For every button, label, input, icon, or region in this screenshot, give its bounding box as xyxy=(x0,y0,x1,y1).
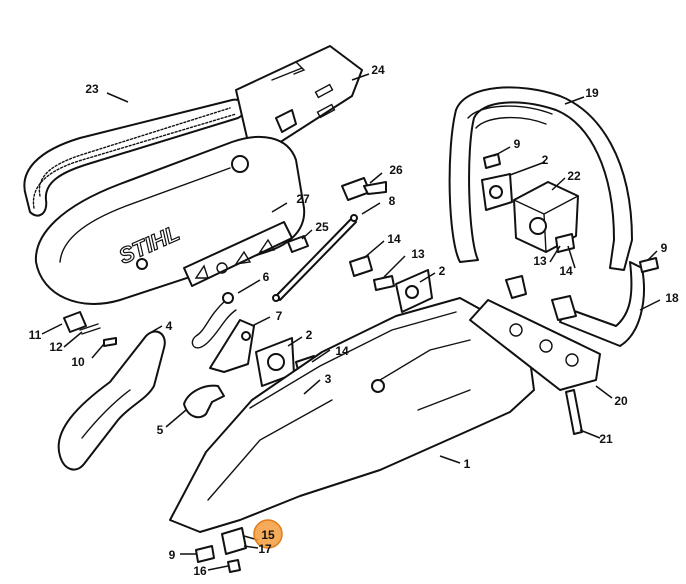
part-23-drive-belt xyxy=(23,98,246,217)
part-19-handle-bar xyxy=(448,86,633,299)
callout-21: 21 xyxy=(599,432,613,446)
callout-labels: 23 24 19 9 2 22 26 27 8 25 14 13 13 14 9… xyxy=(29,63,679,578)
part-20-buffer xyxy=(469,299,601,391)
part-18-rear-tube xyxy=(551,261,645,347)
callout-15: 15 xyxy=(261,528,275,542)
part-9-screw-upper xyxy=(483,153,501,169)
callout-22: 22 xyxy=(567,169,581,183)
callout-2-upper: 2 xyxy=(542,153,549,167)
part-12-spring xyxy=(79,323,101,335)
callout-9-upper: 9 xyxy=(514,137,521,151)
part-27-sprocket-cover: STIHL xyxy=(34,135,306,305)
part-17-mount xyxy=(221,527,247,555)
callout-13-upper: 13 xyxy=(411,247,425,261)
callout-2-middle: 2 xyxy=(439,264,446,278)
leader-lines xyxy=(41,73,661,571)
part-6-spring xyxy=(191,292,237,349)
callout-23: 23 xyxy=(85,82,99,96)
callout-12: 12 xyxy=(49,340,63,354)
part-8-rod xyxy=(272,214,358,302)
part-24-guide-bar xyxy=(235,45,363,151)
part-26-bolt xyxy=(341,177,387,201)
part-14-screw-upper xyxy=(349,255,373,277)
callout-17: 17 xyxy=(258,542,272,556)
part-13-pin-upper xyxy=(373,275,395,291)
callout-7: 7 xyxy=(276,309,283,323)
callout-25: 25 xyxy=(315,220,329,234)
callout-5: 5 xyxy=(157,423,164,437)
part-1-housing xyxy=(169,297,535,533)
callout-14-upper: 14 xyxy=(387,232,401,246)
part-9-screw-right xyxy=(639,257,659,273)
part-2-mount-upper xyxy=(481,173,513,211)
part-16-screw xyxy=(227,559,241,573)
highlight-marker xyxy=(253,519,283,549)
callout-13-right: 13 xyxy=(533,254,547,268)
callout-9-right: 9 xyxy=(661,241,668,255)
part-13-pin-right xyxy=(555,233,575,253)
callout-10: 10 xyxy=(71,355,85,369)
callout-6: 6 xyxy=(263,270,270,284)
callout-11: 11 xyxy=(29,328,42,342)
part-21-long-screw xyxy=(565,389,583,435)
callout-19: 19 xyxy=(585,86,599,100)
callout-2-lower: 2 xyxy=(306,328,313,342)
callout-4: 4 xyxy=(166,319,173,333)
part-11-sleeve xyxy=(63,311,87,333)
part-25-screw xyxy=(287,235,309,253)
callout-27: 27 xyxy=(296,192,310,206)
part-2-mount-middle xyxy=(395,269,433,313)
callout-14-middle: 14 xyxy=(335,344,349,358)
callout-14-right: 14 xyxy=(559,264,573,278)
part-7-trigger xyxy=(209,319,255,373)
callout-18: 18 xyxy=(665,291,679,305)
callout-26: 26 xyxy=(389,163,403,177)
part-4-grip xyxy=(57,330,166,471)
part-10-pin xyxy=(103,337,117,347)
callout-24: 24 xyxy=(371,63,385,77)
callout-9-bottom: 9 xyxy=(169,548,176,562)
callout-16: 16 xyxy=(193,564,207,578)
callout-20: 20 xyxy=(614,394,628,408)
callout-3: 3 xyxy=(325,372,332,386)
part-9-screw-bottom xyxy=(195,545,215,563)
part-22-clamp xyxy=(513,181,579,253)
callout-1: 1 xyxy=(464,457,471,471)
callout-8: 8 xyxy=(389,194,396,208)
part-5-lock xyxy=(183,384,225,419)
